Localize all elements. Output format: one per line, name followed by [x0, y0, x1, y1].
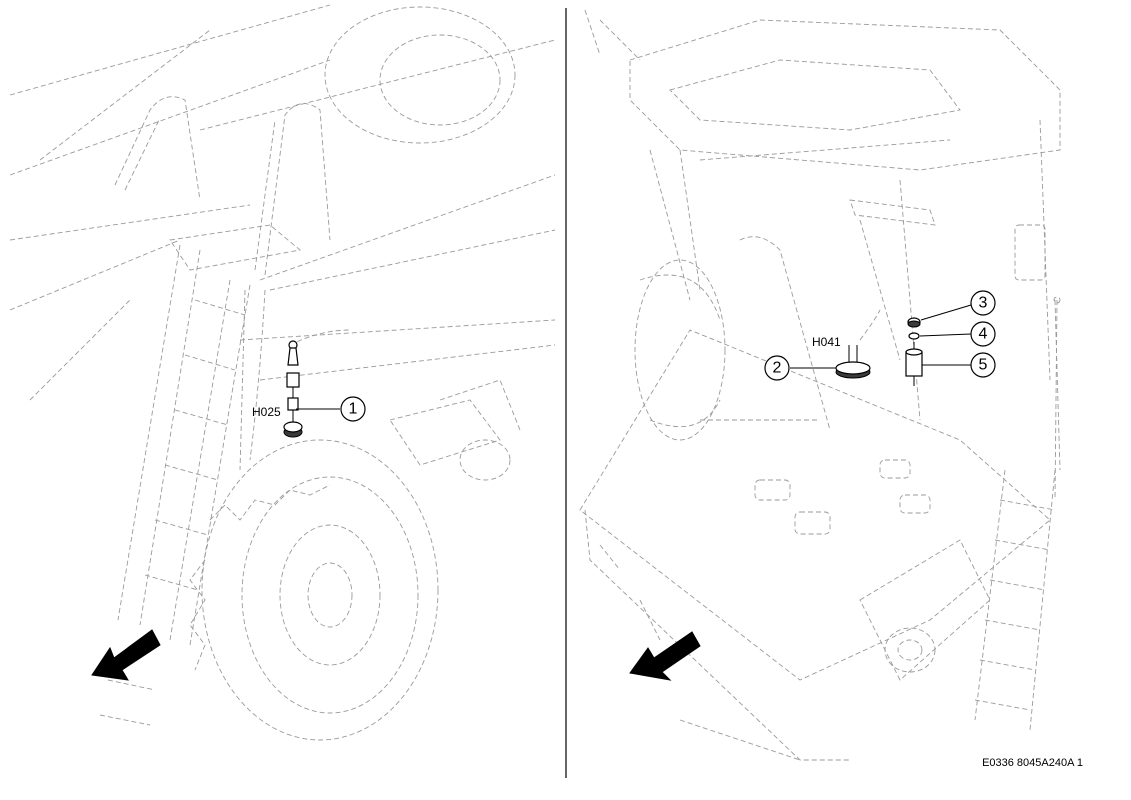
callout-4: 4 — [919, 321, 996, 347]
callout-3: 3 — [920, 290, 996, 321]
nut-part — [907, 317, 921, 328]
callout-2: 2 — [764, 355, 836, 381]
machine-outline-right — [579, 9, 1061, 761]
drawing-reference: E0336 8045A240A 1 — [982, 757, 1083, 769]
callout-1-number: 1 — [349, 401, 358, 418]
machine-outline-left — [9, 4, 556, 741]
spacer-part — [905, 342, 923, 386]
direction-arrow-left — [91, 629, 161, 681]
callout-2-number: 2 — [773, 360, 782, 377]
direction-arrow-right — [629, 631, 701, 681]
h041-label: H041 — [812, 335, 841, 349]
callout-1: 1 — [296, 396, 366, 422]
left-panel-view: H025 1 — [9, 4, 556, 741]
callout-4-number: 4 — [979, 326, 988, 343]
h025-label: H025 — [252, 405, 281, 419]
callout-5: 5 — [922, 352, 996, 378]
callout-5-number: 5 — [979, 357, 988, 374]
callout-3-number: 3 — [979, 295, 988, 312]
right-panel-view: H041 2 3 4 — [579, 9, 1061, 761]
h025-sensor-part — [283, 340, 303, 438]
h041-part — [835, 345, 871, 379]
washer-part — [908, 332, 920, 340]
